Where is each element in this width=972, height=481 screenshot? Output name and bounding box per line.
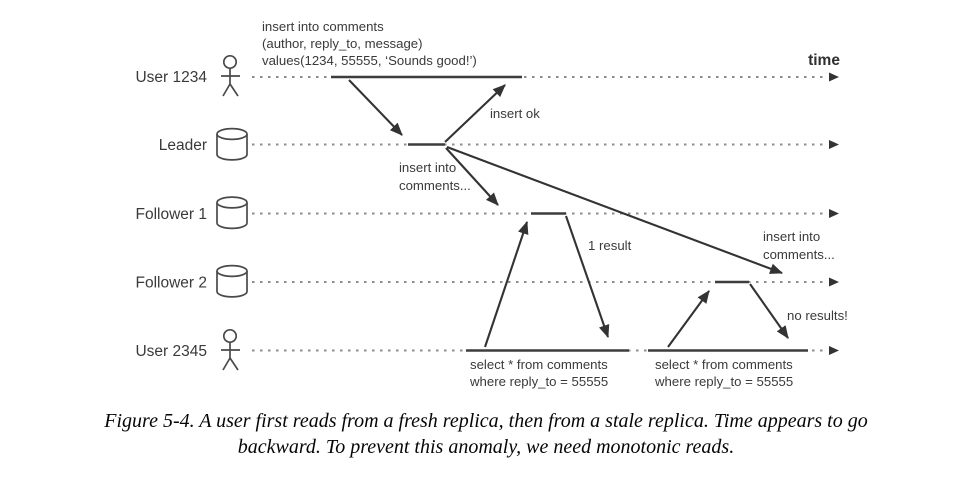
insert-into-follower1-label: insert into (399, 160, 456, 175)
arrow-insert-to-leader (348, 79, 403, 136)
arrow-replicate-to-follower2 (446, 146, 784, 274)
arrow-query1-to-follower1 (484, 220, 529, 348)
arrow-replicate-to-follower1 (445, 147, 499, 206)
actor-label-leader: Leader (159, 137, 207, 154)
select-query-2-label: select * from comments (655, 357, 793, 372)
select-query-1-label: where reply_to = 55555 (469, 374, 608, 389)
timeline-arrow-icon (829, 72, 839, 82)
insert-ok-label: insert ok (490, 106, 540, 121)
actor-label-user-2345: User 2345 (135, 343, 207, 360)
actor-label-user-1234: User 1234 (135, 69, 207, 86)
insert-query-label: values(1234, 55555, ‘Sounds good!’) (262, 53, 477, 68)
insert-query-label: (author, reply_to, message) (262, 36, 423, 51)
figure-caption-line-1: Figure 5-4. A user first reads from a fr… (104, 410, 868, 432)
timeline-arrow-icon (829, 140, 839, 149)
insert-into-follower2-label: comments... (763, 247, 835, 262)
timeline-arrow-icon (829, 346, 839, 355)
replication-lag-diagram: User 1234 Leader Follower 1 Follower 2 U… (135, 19, 848, 389)
arrow-insert-ok (444, 84, 506, 143)
person-icon (221, 328, 240, 371)
arrow-result1-to-user (565, 215, 610, 339)
timeline-arrow-icon (829, 209, 839, 218)
insert-query-label: insert into comments (262, 19, 384, 34)
time-axis-label: time (808, 52, 840, 69)
select-query-1-label: select * from comments (470, 357, 608, 372)
figure-caption: Figure 5-4. A user first reads from a fr… (0, 408, 972, 460)
select-query-2-label: where reply_to = 55555 (654, 374, 793, 389)
one-result-label: 1 result (588, 238, 632, 253)
person-icon (221, 54, 240, 97)
arrow-query2-to-follower2 (667, 290, 710, 348)
actor-label-follower-2: Follower 2 (136, 275, 208, 292)
no-results-label: no results! (787, 308, 848, 323)
insert-into-follower2-label: insert into (763, 229, 820, 244)
arrow-result2-to-user (749, 283, 789, 339)
database-icon (216, 196, 248, 230)
actor-label-follower-1: Follower 1 (136, 206, 208, 223)
database-icon (216, 127, 248, 161)
database-icon (216, 264, 248, 298)
figure-caption-line-2: backward. To prevent this anomaly, we ne… (237, 436, 735, 458)
insert-into-follower1-label: comments... (399, 178, 471, 193)
timeline-arrow-icon (829, 277, 839, 287)
